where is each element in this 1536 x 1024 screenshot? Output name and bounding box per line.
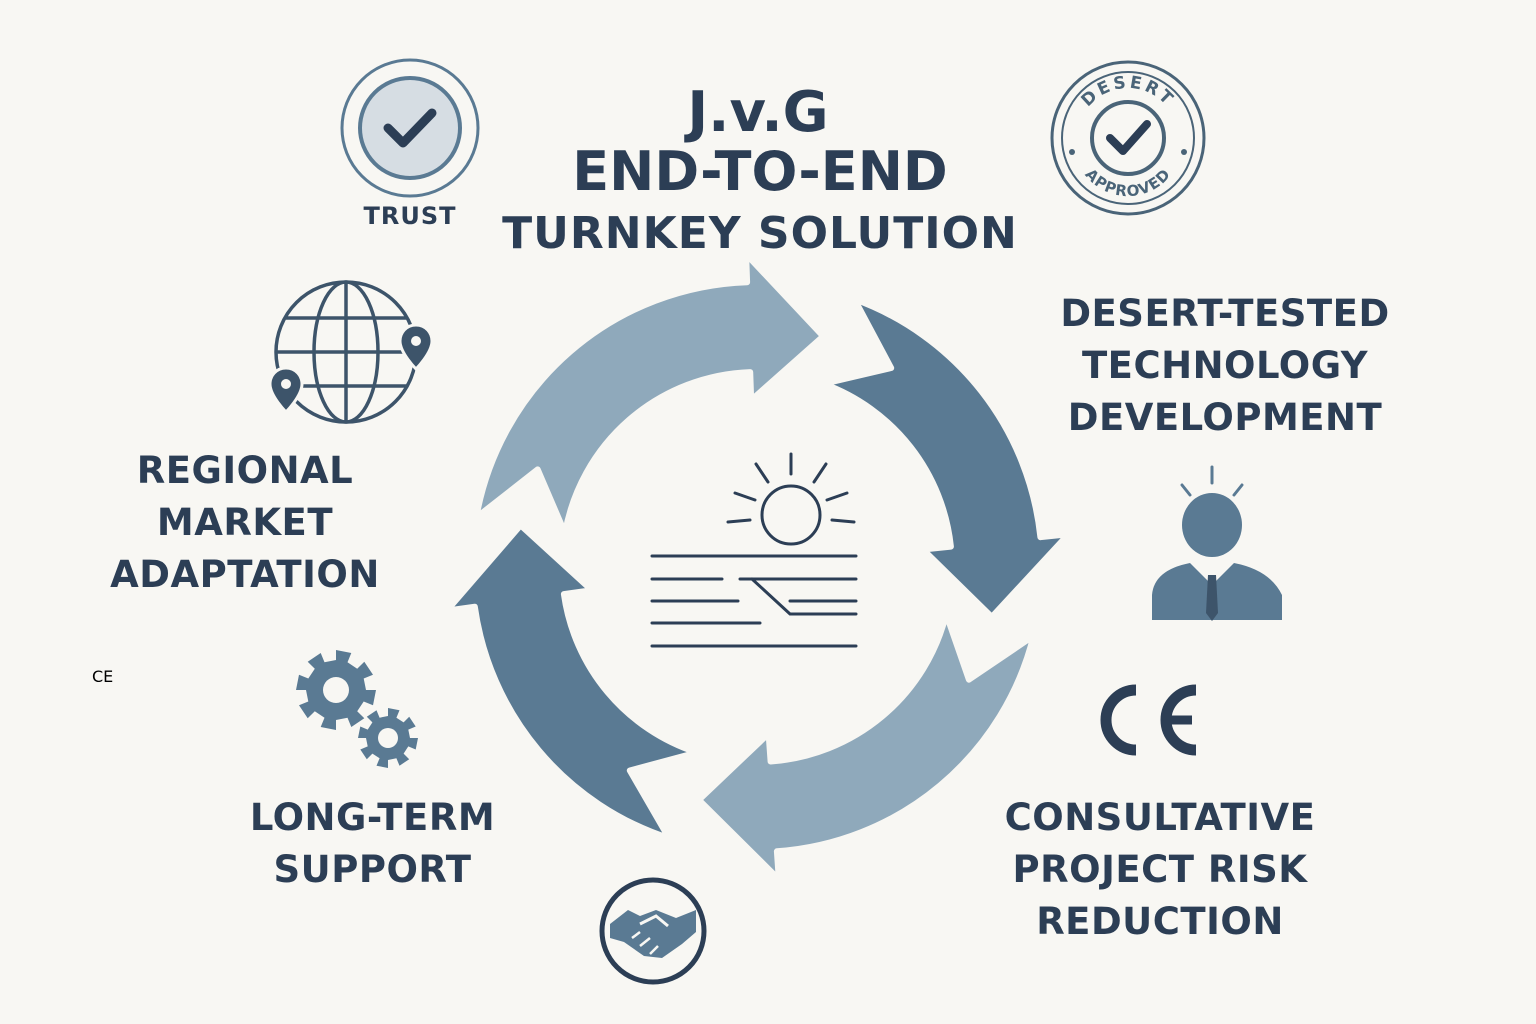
arrow-top-right bbox=[820, 296, 1072, 620]
label-consultative-risk-reduction: CONSULTATIVE PROJECT RISK REDUCTION bbox=[990, 792, 1330, 948]
desert-approved-stamp-icon: DESERT APPROVED bbox=[1050, 60, 1206, 216]
arrow-top-left bbox=[473, 251, 827, 537]
label-line: MARKET bbox=[156, 501, 334, 544]
label-line: LONG-TERM bbox=[249, 796, 496, 839]
label-long-term-support: LONG-TERM SUPPORT bbox=[230, 792, 515, 896]
trust-label: TRUST bbox=[363, 202, 457, 230]
handshake-icon bbox=[599, 877, 707, 985]
main-title: END-TO-END bbox=[572, 140, 948, 203]
label-desert-tested-technology: DESERT-TESTED TECHNOLOGY DEVELOPMENT bbox=[1040, 288, 1410, 444]
label-line: CONSULTATIVE bbox=[1004, 796, 1316, 839]
consultant-person-icon bbox=[1152, 465, 1282, 621]
label-line: ADAPTATION bbox=[110, 553, 380, 596]
sun-landscape-icon bbox=[650, 452, 858, 648]
trust-check-icon bbox=[340, 58, 480, 198]
globe-pins-icon bbox=[268, 280, 434, 424]
ce-text: CE bbox=[92, 667, 113, 686]
label-line: REDUCTION bbox=[1036, 900, 1284, 943]
label-line: DEVELOPMENT bbox=[1067, 396, 1383, 439]
label-line: TECHNOLOGY bbox=[1081, 344, 1369, 387]
subtitle: TURNKEY SOLUTION bbox=[502, 208, 1018, 259]
label-regional-market-adaptation: REGIONAL MARKET ADAPTATION bbox=[100, 445, 390, 601]
label-line: REGIONAL bbox=[136, 449, 354, 492]
gears-icon bbox=[296, 650, 418, 768]
brand-title: J.v.G bbox=[687, 80, 829, 145]
ce-mark-icon: CE bbox=[92, 667, 1197, 756]
label-line: DESERT-TESTED bbox=[1060, 292, 1390, 335]
arrow-bottom-right bbox=[695, 611, 1037, 883]
label-line: PROJECT RISK bbox=[1012, 848, 1308, 891]
label-line: SUPPORT bbox=[273, 848, 472, 891]
arrow-bottom-left bbox=[444, 522, 700, 842]
